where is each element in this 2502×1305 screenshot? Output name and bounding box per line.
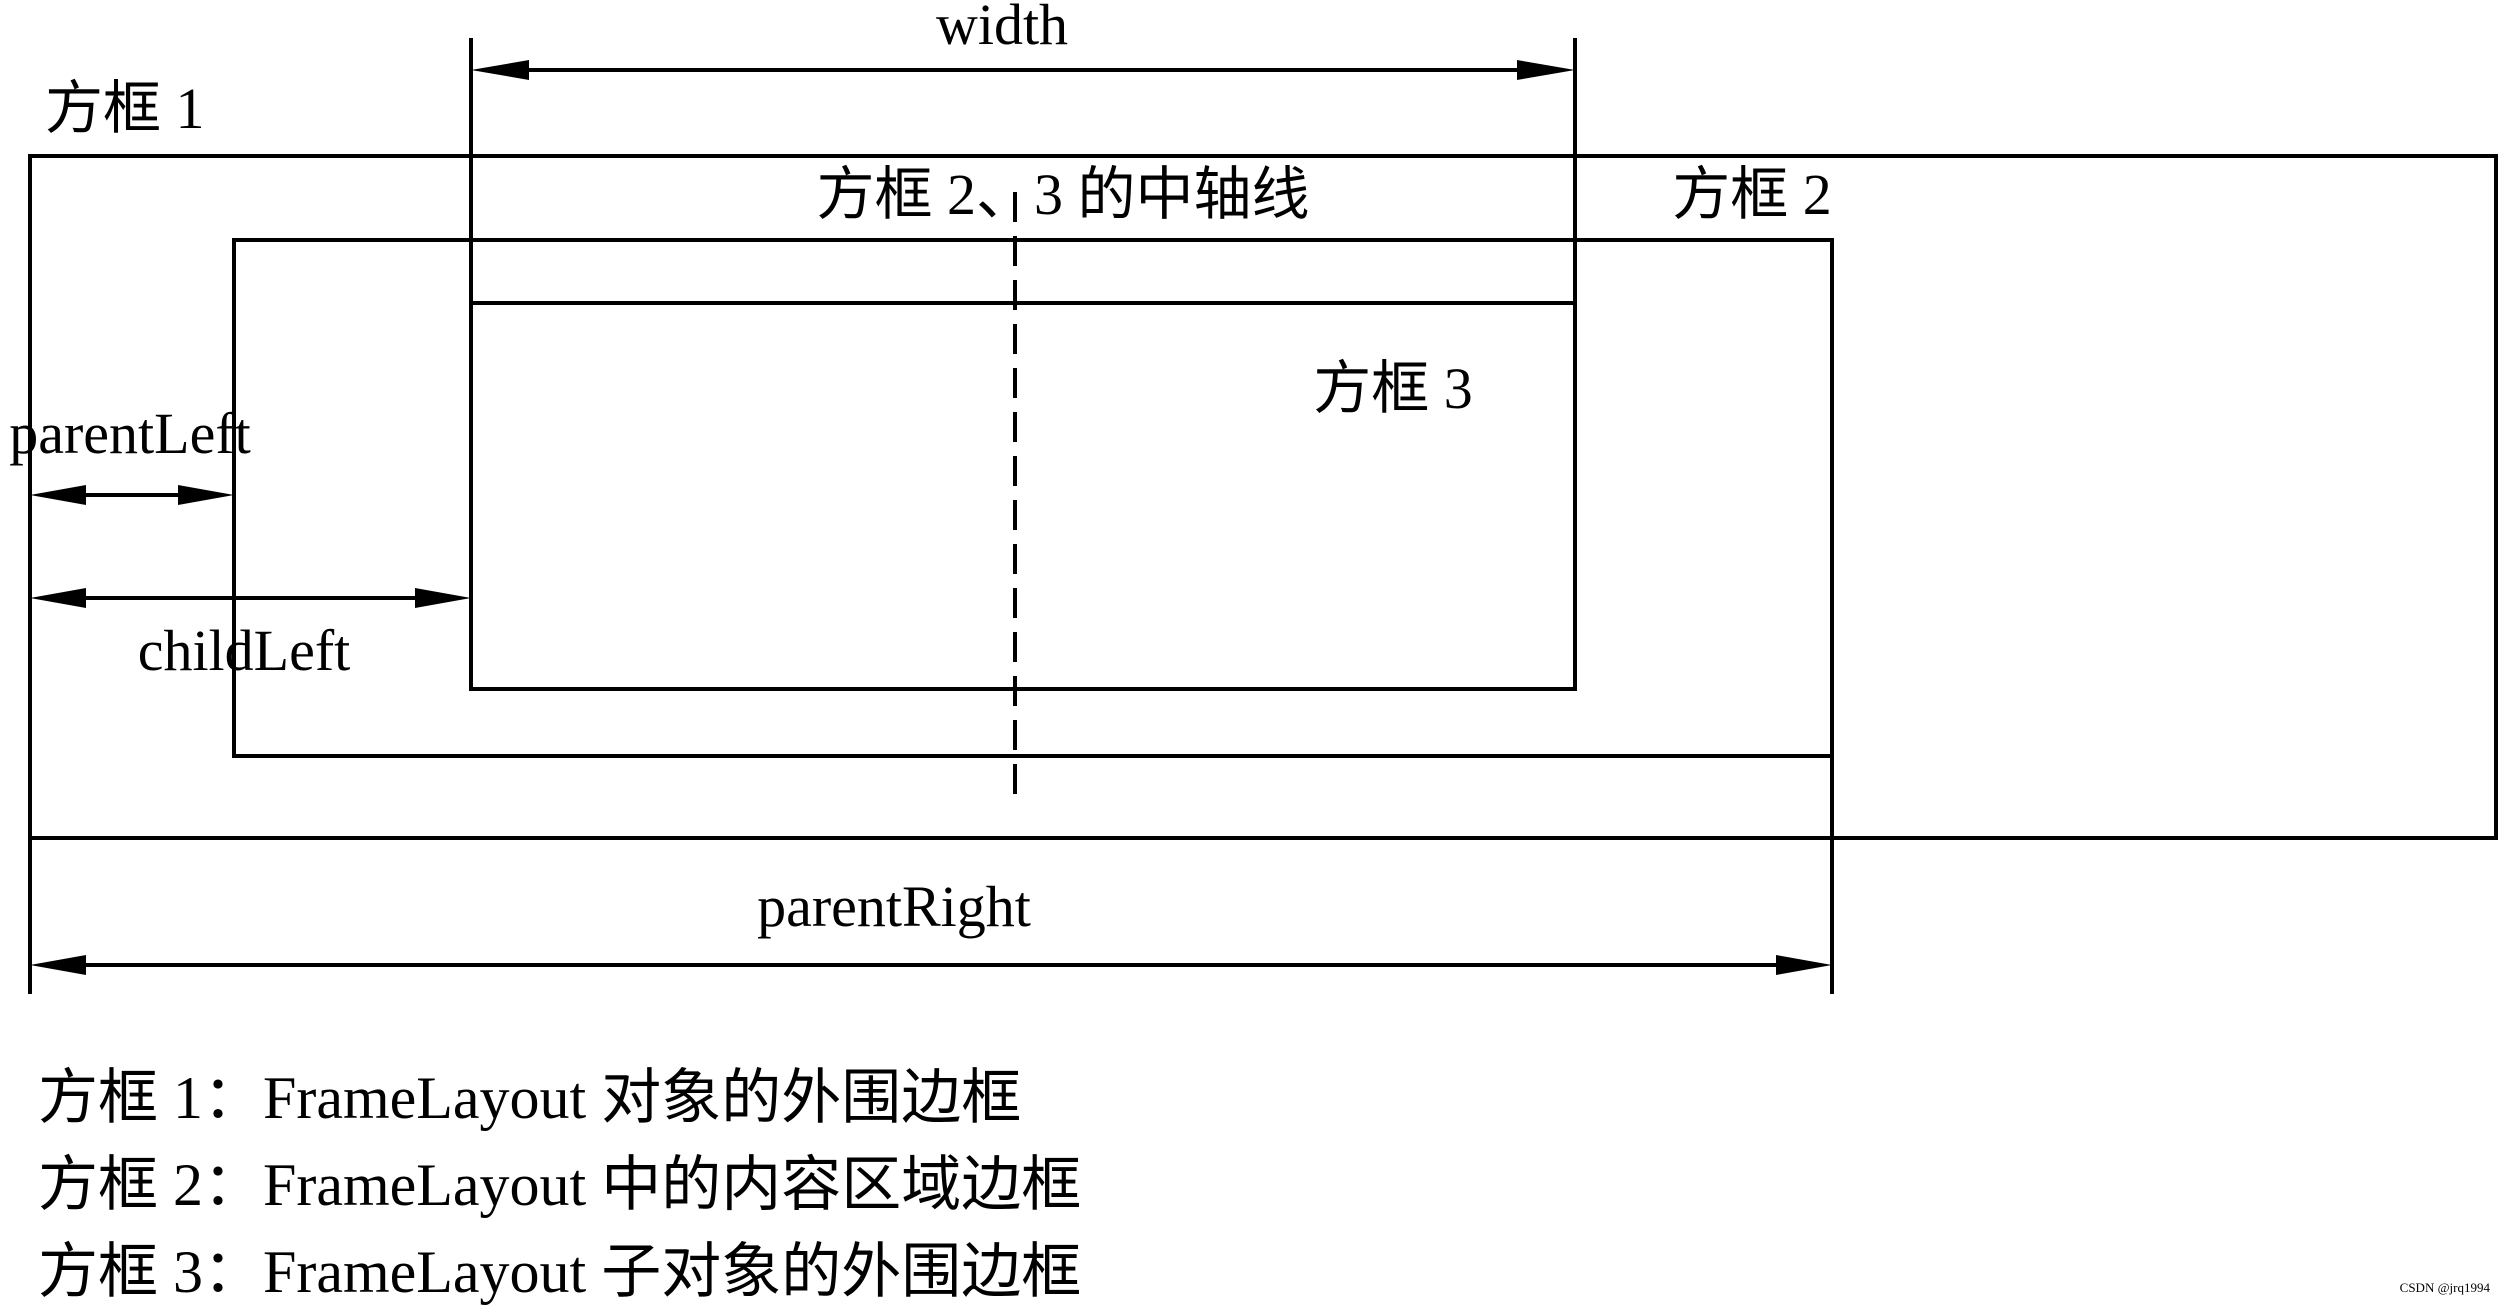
- width-label: width: [936, 0, 1068, 57]
- parent-right-arrowhead-right: [1776, 955, 1832, 975]
- box-1-label: 方框 1: [45, 76, 205, 141]
- legend-line-2: 方框 2：FrameLayout 中的内容区域边框: [38, 1152, 1081, 1218]
- child-left-label: childLeft: [138, 618, 351, 683]
- parent-right-label: parentRight: [757, 874, 1031, 939]
- width-arrowhead-left: [471, 60, 529, 80]
- parent-left-arrowhead-right: [178, 485, 234, 505]
- child-left-arrowhead-left: [30, 588, 86, 608]
- box-3: [469, 301, 1577, 691]
- box-2-label: 方框 2: [1672, 162, 1832, 227]
- legend-line-1: 方框 1：FrameLayout 对象的外围边框: [38, 1065, 1021, 1131]
- center-axis-label: 方框 2、3 的中轴线: [816, 162, 1309, 227]
- box-3-label: 方框 3: [1313, 356, 1473, 421]
- box-1: [28, 154, 2498, 840]
- width-arrowhead-right: [1517, 60, 1575, 80]
- legend-line-3: 方框 3：FrameLayout 子对象的外围边框: [38, 1239, 1081, 1305]
- child-left-arrowhead-right: [415, 588, 471, 608]
- box-2: [232, 238, 1834, 758]
- parent-left-arrowhead-left: [30, 485, 86, 505]
- watermark: CSDN @jrq1994: [2400, 1280, 2491, 1295]
- parent-right-arrowhead-left: [30, 955, 86, 975]
- parent-left-label: parentLeft: [9, 401, 251, 466]
